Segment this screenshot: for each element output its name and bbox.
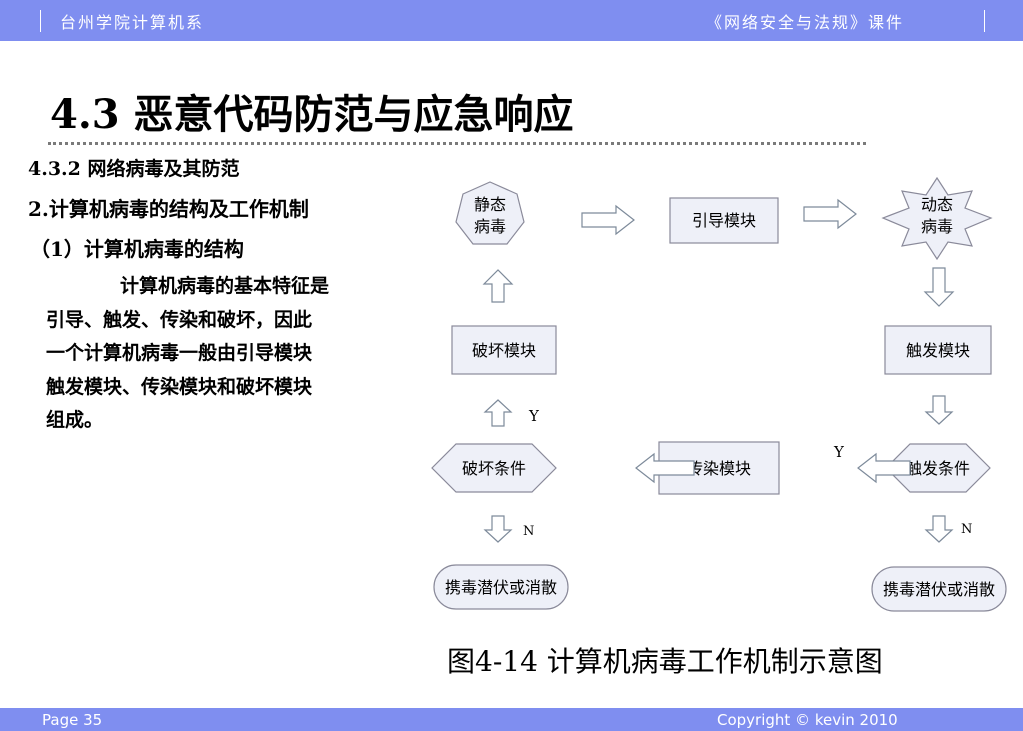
paragraph-line: 组成。 xyxy=(46,409,104,431)
arrow-down xyxy=(483,515,513,543)
subsection-heading: 4.3.2 网络病毒及其防范 xyxy=(28,158,240,180)
destroy-module-label: 破坏模块 xyxy=(472,341,536,360)
paragraph-line: 一个计算机病毒一般由引导模块 xyxy=(46,342,313,364)
arrow-left xyxy=(857,452,911,484)
dormant-right-label: 携毒潜伏或消散 xyxy=(883,580,995,599)
dormant-right-node: 携毒潜伏或消散 xyxy=(871,566,1007,612)
arrow-down xyxy=(924,395,954,425)
dormant-left-label: 携毒潜伏或消散 xyxy=(445,578,557,597)
arrow-up xyxy=(482,269,514,303)
yes-label-destroy: Y xyxy=(528,407,540,425)
destroy-module-node: 破坏模块 xyxy=(451,325,557,375)
header-bar: 台州学院计算机系 《网络安全与法规》课件 xyxy=(0,0,1023,41)
boot-module-node: 引导模块 xyxy=(669,197,779,244)
arrow-right xyxy=(803,199,857,229)
header-course: 《网络安全与法规》课件 xyxy=(706,13,905,32)
subpoint-heading: （1）计算机病毒的结构 xyxy=(30,237,244,261)
header-divider-left xyxy=(40,10,41,32)
arrow-left xyxy=(635,452,695,484)
dynamic-virus-label-2: 病毒 xyxy=(921,217,953,236)
dynamic-virus-node: 动态 病毒 xyxy=(881,176,993,261)
destroy-condition-node: 破坏条件 xyxy=(431,443,557,493)
copyright-text: Copyright © kevin 2010 xyxy=(717,711,898,729)
static-virus-label-2: 病毒 xyxy=(474,217,506,236)
arrow-down xyxy=(924,515,954,543)
paragraph-line: 触发模块、传染模块和破坏模块 xyxy=(46,375,313,398)
trigger-module-label: 触发模块 xyxy=(906,341,970,360)
title-dotted-divider xyxy=(48,142,866,145)
yes-label-trigger: Y xyxy=(833,443,845,461)
header-divider-right xyxy=(984,10,985,32)
no-label-left: N xyxy=(523,524,534,539)
static-virus-node: 静态 病毒 xyxy=(455,181,525,245)
trigger-module-node: 触发模块 xyxy=(884,325,992,375)
arrow-down xyxy=(923,267,955,307)
footer-bar: Page 35 Copyright © kevin 2010 xyxy=(0,708,1023,731)
boot-module-label: 引导模块 xyxy=(692,211,756,230)
dynamic-virus-label-1: 动态 xyxy=(921,195,953,214)
structure-paragraph: 计算机病毒的基本特征是 引导、触发、传染和破坏，因此 一个计算机病毒一般由引导模… xyxy=(46,270,418,438)
virus-mechanism-diagram: 静态 病毒 引导模块 动态 病毒 触发模块 触发条件 Y 传染模 xyxy=(431,176,1007,612)
point-heading: 2.计算机病毒的结构及工作机制 xyxy=(28,197,309,221)
figure-caption: 图4-14 计算机病毒工作机制示意图 xyxy=(447,645,883,678)
arrow-up xyxy=(483,399,513,427)
paragraph-line: 计算机病毒的基本特征是 xyxy=(82,275,330,297)
header-institution: 台州学院计算机系 xyxy=(60,13,205,32)
page-number: Page 35 xyxy=(42,711,103,729)
dormant-left-node: 携毒潜伏或消散 xyxy=(433,564,569,610)
arrow-right xyxy=(581,205,635,235)
no-label-right: N xyxy=(961,522,972,537)
destroy-condition-label: 破坏条件 xyxy=(462,459,526,478)
trigger-condition-label: 触发条件 xyxy=(906,459,970,478)
paragraph-line: 引导、触发、传染和破坏，因此 xyxy=(46,308,313,331)
slide-title: 4.3 恶意代码防范与应急响应 xyxy=(50,91,574,138)
infect-module-label: 传染模块 xyxy=(687,459,751,478)
static-virus-label-1: 静态 xyxy=(474,195,506,214)
